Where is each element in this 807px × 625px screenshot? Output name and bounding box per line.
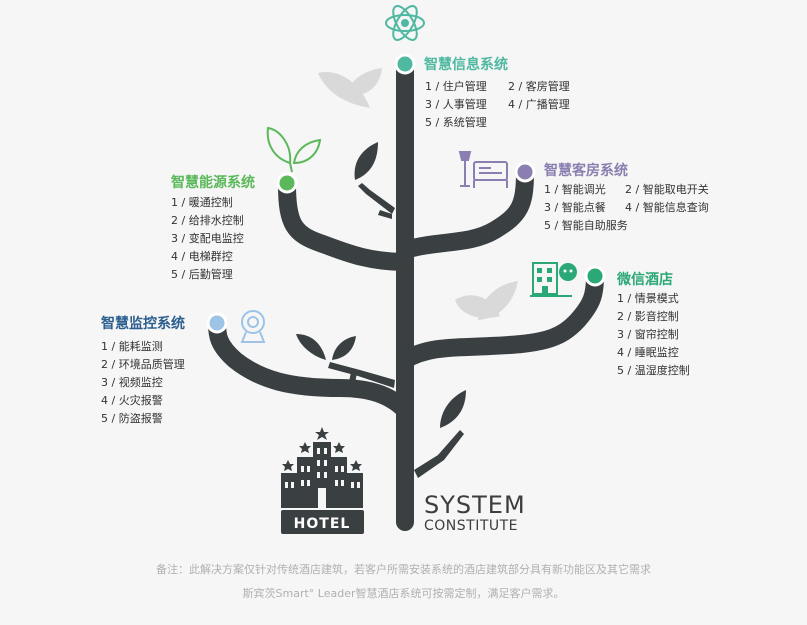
sprout-icon bbox=[266, 126, 322, 173]
hotel-sign: HOTEL bbox=[294, 516, 351, 532]
list-item: 2 / 给排水控制 bbox=[171, 214, 244, 227]
info-system-list: 1 / 住户管理 2 / 客房管理 3 / 人事管理 4 / 广播管理 5 / 系统… bbox=[425, 78, 570, 132]
system-title: SYSTEM bbox=[424, 491, 526, 519]
list-item: 3 / 智能点餐 4 / 智能信息查询 bbox=[544, 199, 709, 217]
node-dots bbox=[206, 53, 606, 334]
energy-system-list: 1 / 暖通控制 2 / 给排水控制 3 / 变配电监控 4 / 电梯群控 5 … bbox=[171, 194, 244, 284]
atom-icon bbox=[385, 5, 425, 41]
dark-twigs bbox=[296, 142, 466, 478]
room-item: 5 / 智能自助服务 bbox=[544, 219, 628, 232]
list-item: 2 / 影音控制 bbox=[617, 310, 679, 323]
wechat-hotel-title: 微信酒店 bbox=[617, 272, 673, 288]
hotel-windows bbox=[285, 448, 360, 508]
list-item: 5 / 后勤管理 bbox=[171, 268, 233, 281]
list-item: 3 / 窗帘控制 bbox=[617, 328, 679, 341]
room-system-list: 1 / 智能调光 2 / 智能取电开关 3 / 智能点餐 4 / 智能信息查询 5 … bbox=[544, 181, 709, 235]
gray-leaf-right bbox=[455, 281, 518, 320]
room-item: 1 / 智能调光 bbox=[544, 183, 606, 196]
list-item: 4 / 电梯群控 bbox=[171, 250, 233, 263]
list-item: 1 / 暖通控制 bbox=[171, 196, 233, 209]
list-item: 1 / 情景模式 bbox=[617, 292, 679, 305]
system-subtitle: CONSTITUTE bbox=[424, 518, 519, 534]
list-item: 3 / 人事管理 4 / 广播管理 bbox=[425, 96, 570, 114]
info-item: 1 / 住户管理 bbox=[425, 80, 487, 93]
list-item: 1 / 智能调光 2 / 智能取电开关 bbox=[544, 181, 709, 199]
list-item: 5 / 智能自助服务 bbox=[544, 217, 709, 235]
info-item: 2 / 客房管理 bbox=[508, 80, 570, 93]
room-system-title: 智慧客房系统 bbox=[544, 163, 628, 179]
wechat-hotel-list: 1 / 情景模式 2 / 影音控制 3 / 窗帘控制 4 / 睡眠监控 5 / … bbox=[617, 290, 690, 380]
energy-system-title: 智慧能源系统 bbox=[171, 175, 255, 191]
footnote-line-2: 斯宾茨Smart° Leader智慧酒店系统可按需定制，满足客户需求。 bbox=[242, 587, 565, 600]
list-item: 3 / 视频监控 bbox=[101, 376, 163, 389]
footnote-line-1: 备注：此解决方案仅针对传统酒店建筑，若客户所需安装系统的酒店建筑部分具有新功能区… bbox=[156, 563, 651, 576]
list-item: 2 / 环境品质管理 bbox=[101, 358, 185, 371]
info-system-title: 智慧信息系统 bbox=[424, 57, 508, 73]
list-item: 5 / 防盗报警 bbox=[101, 412, 163, 425]
building-wechat-icon bbox=[530, 262, 577, 297]
list-item: 3 / 变配电监控 bbox=[171, 232, 244, 245]
bed-lamp-icon bbox=[458, 151, 508, 188]
info-item: 4 / 广播管理 bbox=[508, 98, 570, 111]
info-item: 3 / 人事管理 bbox=[425, 98, 487, 111]
list-item: 1 / 能耗监测 bbox=[101, 340, 163, 353]
list-item: 4 / 火灾报警 bbox=[101, 394, 163, 407]
list-item: 1 / 住户管理 2 / 客房管理 bbox=[425, 78, 570, 96]
list-item: 4 / 睡眠监控 bbox=[617, 346, 679, 359]
info-item: 5 / 系统管理 bbox=[425, 116, 487, 129]
system-constitute-label: SYSTEM CONSTITUTE bbox=[424, 492, 526, 534]
room-item: 3 / 智能点餐 bbox=[544, 201, 606, 214]
monitor-system-list: 1 / 能耗监测 2 / 环境品质管理 3 / 视频监控 4 / 火灾报警 5 … bbox=[101, 338, 185, 428]
gray-leaf-top-left bbox=[318, 68, 382, 108]
monitor-system-title: 智慧监控系统 bbox=[101, 316, 185, 332]
list-item: 5 / 系统管理 bbox=[425, 114, 570, 132]
hotel-building-icon bbox=[281, 427, 364, 534]
webcam-icon bbox=[240, 310, 266, 343]
tree-trunk bbox=[208, 55, 604, 531]
list-item: 5 / 温湿度控制 bbox=[617, 364, 690, 377]
room-item: 2 / 智能取电开关 bbox=[625, 183, 709, 196]
room-item: 4 / 智能信息查询 bbox=[625, 201, 709, 214]
